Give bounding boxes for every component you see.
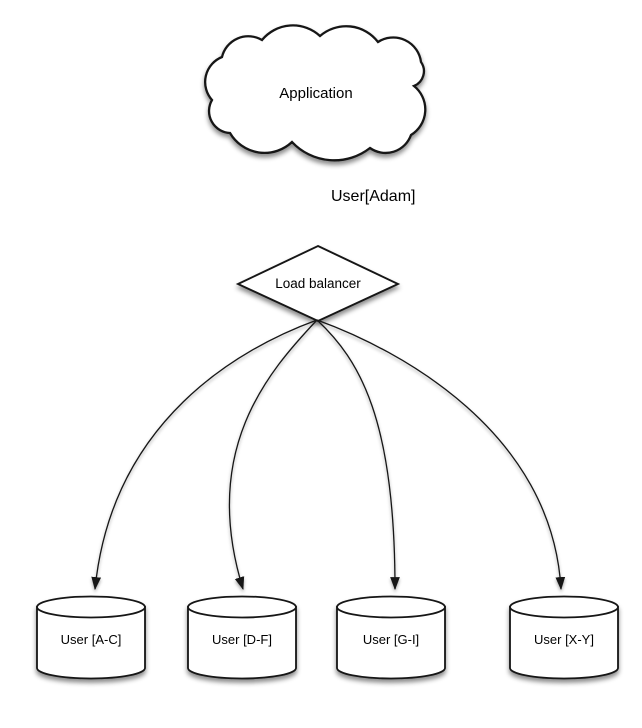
edge-lb-to-shard-3: [316, 319, 400, 591]
db-shard-node-4: [509, 595, 619, 680]
application-cloud-node: [204, 24, 427, 162]
cylinder-top: [509, 595, 619, 619]
cylinder-body: [509, 606, 619, 680]
cylinder-top: [36, 595, 146, 619]
cloud-shape-icon: [204, 24, 427, 162]
shard-label-4: User [X-Y]: [534, 632, 594, 647]
edge-lb-to-shard-4: [316, 319, 566, 591]
edge-user-adam-label: User[Adam]: [331, 188, 415, 205]
db-shard-node-3: [336, 595, 446, 680]
db-shard-node-1: [36, 595, 146, 680]
edge-lb-to-shard-1: [91, 319, 318, 591]
edge-fan-lb-to-shards: [91, 319, 566, 591]
shard-label-1: User [A-C]: [61, 632, 122, 647]
cylinder-body: [187, 606, 297, 680]
cylinder-body: [36, 606, 146, 680]
cylinder-top: [187, 595, 297, 619]
edge-lb-to-shard-2: [228, 319, 318, 591]
load-balancer-label: Load balancer: [275, 276, 361, 291]
db-shard-node-2: [187, 595, 297, 680]
shard-label-3: User [G-I]: [363, 632, 419, 647]
application-label: Application: [279, 85, 352, 102]
shard-label-2: User [D-F]: [212, 632, 272, 647]
cylinder-top: [336, 595, 446, 619]
cylinder-body: [336, 606, 446, 680]
